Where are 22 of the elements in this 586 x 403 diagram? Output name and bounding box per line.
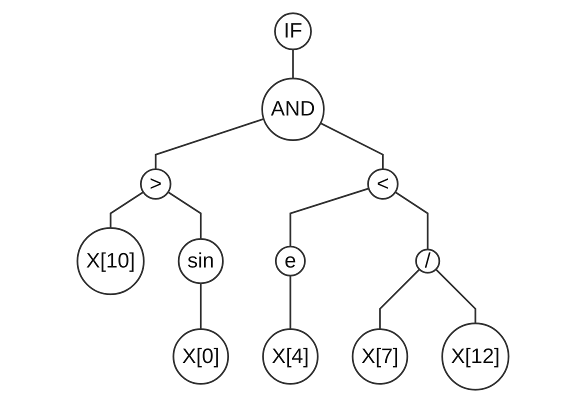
node-circle: IF [274,12,312,50]
connector [154,118,264,170]
node-circle: sin [178,238,224,284]
node-circle: X[7] [352,328,408,385]
connector [110,191,144,228]
connector [290,188,369,247]
node-circle: X[4] [262,328,319,385]
node-circle: X[10] [76,227,145,296]
node-circle: e [274,246,306,277]
connector [292,49,294,78]
connector [290,276,292,330]
node-circle: < [367,168,399,200]
node-circle: X[0] [172,328,229,385]
node-circle: > [140,168,172,200]
connector [200,283,202,330]
connector [320,122,384,170]
node-circle: AND [261,78,325,141]
connector [435,268,476,324]
node-circle: X[12] [441,322,510,391]
connector [379,268,420,330]
connector [394,191,429,250]
node-circle: / [415,248,440,274]
